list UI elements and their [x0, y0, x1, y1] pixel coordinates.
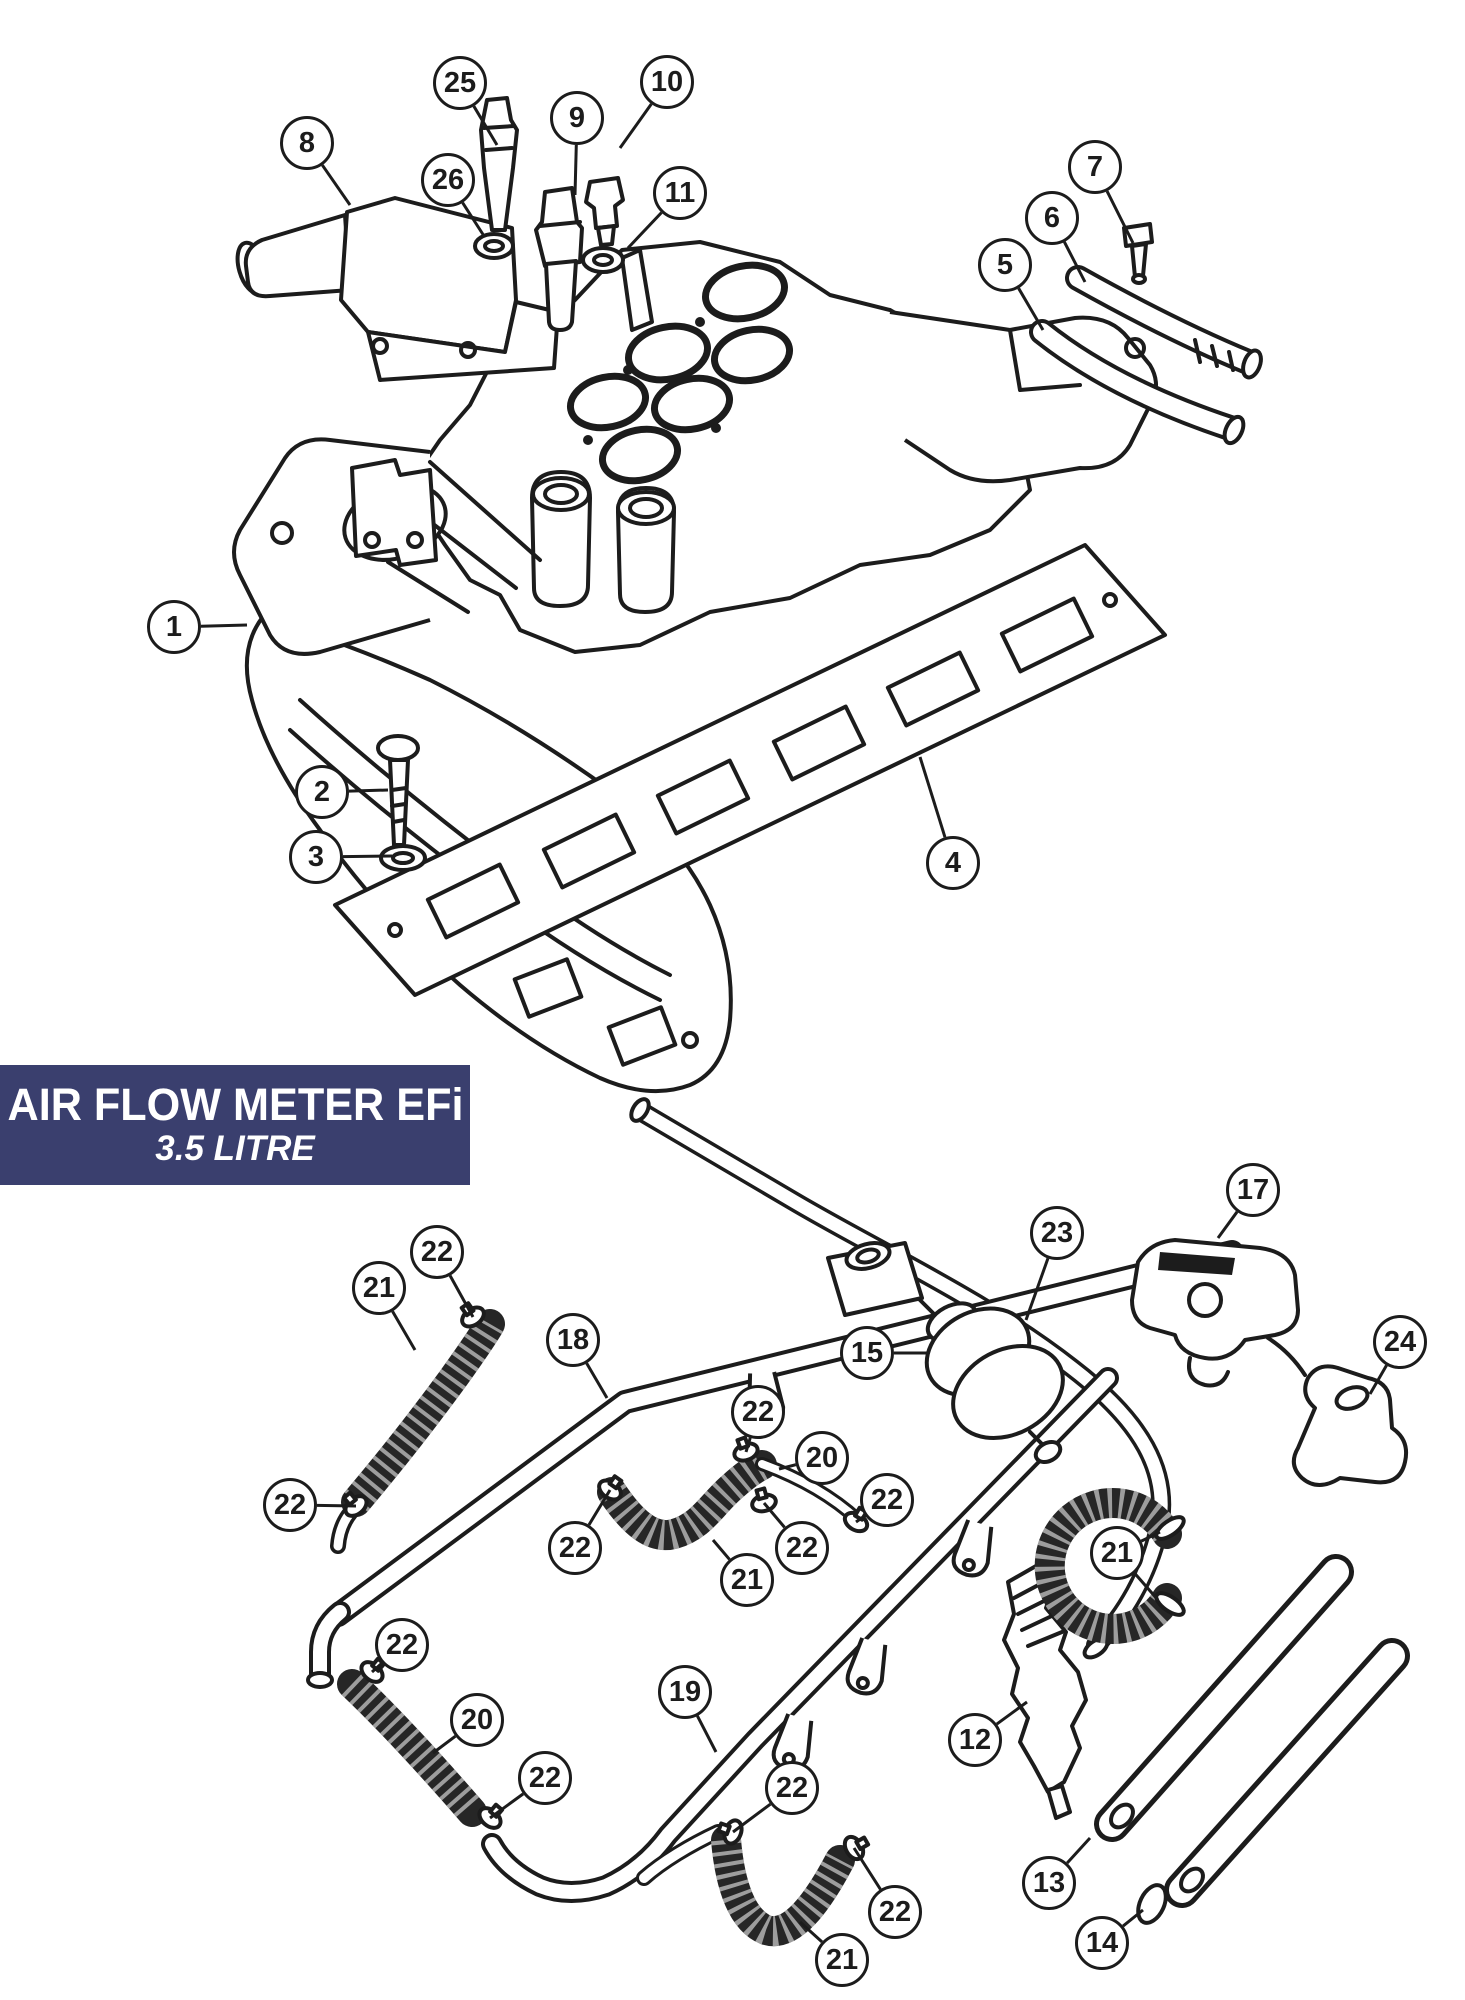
leader-line	[918, 756, 947, 838]
leader-line	[321, 164, 352, 206]
callout-22: 22	[548, 1521, 602, 1575]
leader-line	[744, 1437, 752, 1453]
model-banner: AIR FLOW METER EFi 3.5 LITRE	[0, 1065, 470, 1185]
callout-17: 17	[1226, 1163, 1280, 1217]
callout-26: 26	[421, 153, 475, 207]
callout-11: 11	[653, 166, 707, 220]
leader-line	[778, 1463, 797, 1471]
callout-24: 24	[1373, 1315, 1427, 1369]
leader-line	[762, 1502, 786, 1529]
leader-line	[995, 1700, 1028, 1726]
leader-line	[626, 211, 663, 250]
intake-manifold-art	[232, 96, 1263, 1094]
leader-line	[1066, 1836, 1092, 1865]
leader-line	[1133, 1572, 1160, 1601]
callout-7: 7	[1068, 140, 1122, 194]
callout-13: 13	[1022, 1856, 1076, 1910]
leader-line	[316, 1503, 357, 1508]
banner-title: AIR FLOW METER EFi	[7, 1079, 463, 1131]
leader-line	[1140, 1530, 1161, 1543]
callout-19: 19	[658, 1665, 712, 1719]
callout-22: 22	[375, 1618, 429, 1672]
leader-line	[432, 1734, 457, 1755]
leader-line	[1024, 1257, 1050, 1321]
leader-line	[696, 1715, 718, 1753]
leader-line	[852, 1847, 882, 1891]
callout-21: 21	[1090, 1526, 1144, 1580]
callout-22: 22	[765, 1761, 819, 1815]
callout-22: 22	[731, 1385, 785, 1439]
callout-22: 22	[518, 1751, 572, 1805]
fuel-rail-art	[306, 1097, 1406, 1931]
callout-22: 22	[410, 1225, 464, 1279]
leader-line	[711, 1539, 731, 1561]
leader-line	[585, 1362, 609, 1399]
leader-line	[448, 1274, 475, 1318]
leader-line	[1017, 287, 1045, 331]
callout-20: 20	[795, 1431, 849, 1485]
callout-4: 4	[926, 836, 980, 890]
callout-8: 8	[280, 116, 334, 170]
leader-line	[342, 854, 393, 859]
callout-14: 14	[1075, 1916, 1129, 1970]
callout-2: 2	[295, 765, 349, 819]
callout-5: 5	[978, 238, 1032, 292]
callout-3: 3	[289, 830, 343, 884]
callout-21: 21	[815, 1933, 869, 1987]
leader-line	[200, 623, 248, 628]
callout-21: 21	[352, 1261, 406, 1315]
callout-18: 18	[546, 1313, 600, 1367]
leader-line	[855, 1514, 866, 1524]
leader-line	[1105, 190, 1135, 244]
callout-22: 22	[868, 1885, 922, 1939]
callout-1: 1	[147, 600, 201, 654]
leader-line	[798, 1920, 823, 1943]
callout-10: 10	[640, 55, 694, 109]
leader-line	[587, 1489, 612, 1526]
callout-22: 22	[263, 1478, 317, 1532]
leader-line	[370, 1661, 383, 1674]
banner-subtitle: 3.5 LITRE	[155, 1129, 315, 1169]
leader-line	[1122, 1908, 1144, 1928]
leader-line	[1063, 241, 1087, 283]
callout-15: 15	[840, 1326, 894, 1380]
callout-23: 23	[1030, 1206, 1084, 1260]
leader-line	[391, 1310, 417, 1351]
leader-line	[573, 144, 578, 196]
callout-20: 20	[450, 1693, 504, 1747]
callout-12: 12	[948, 1713, 1002, 1767]
callout-22: 22	[860, 1473, 914, 1527]
callout-22: 22	[775, 1521, 829, 1575]
leader-line	[1368, 1364, 1388, 1395]
leader-line	[461, 201, 486, 237]
callout-6: 6	[1025, 191, 1079, 245]
leader-line	[1216, 1210, 1239, 1239]
callout-25: 25	[433, 56, 487, 110]
leader-line	[732, 1802, 772, 1834]
leader-line	[348, 788, 389, 793]
leader-line	[489, 1792, 525, 1820]
leader-line	[618, 103, 653, 149]
callout-21: 21	[720, 1553, 774, 1607]
leader-line	[472, 105, 499, 146]
callout-9: 9	[550, 91, 604, 145]
